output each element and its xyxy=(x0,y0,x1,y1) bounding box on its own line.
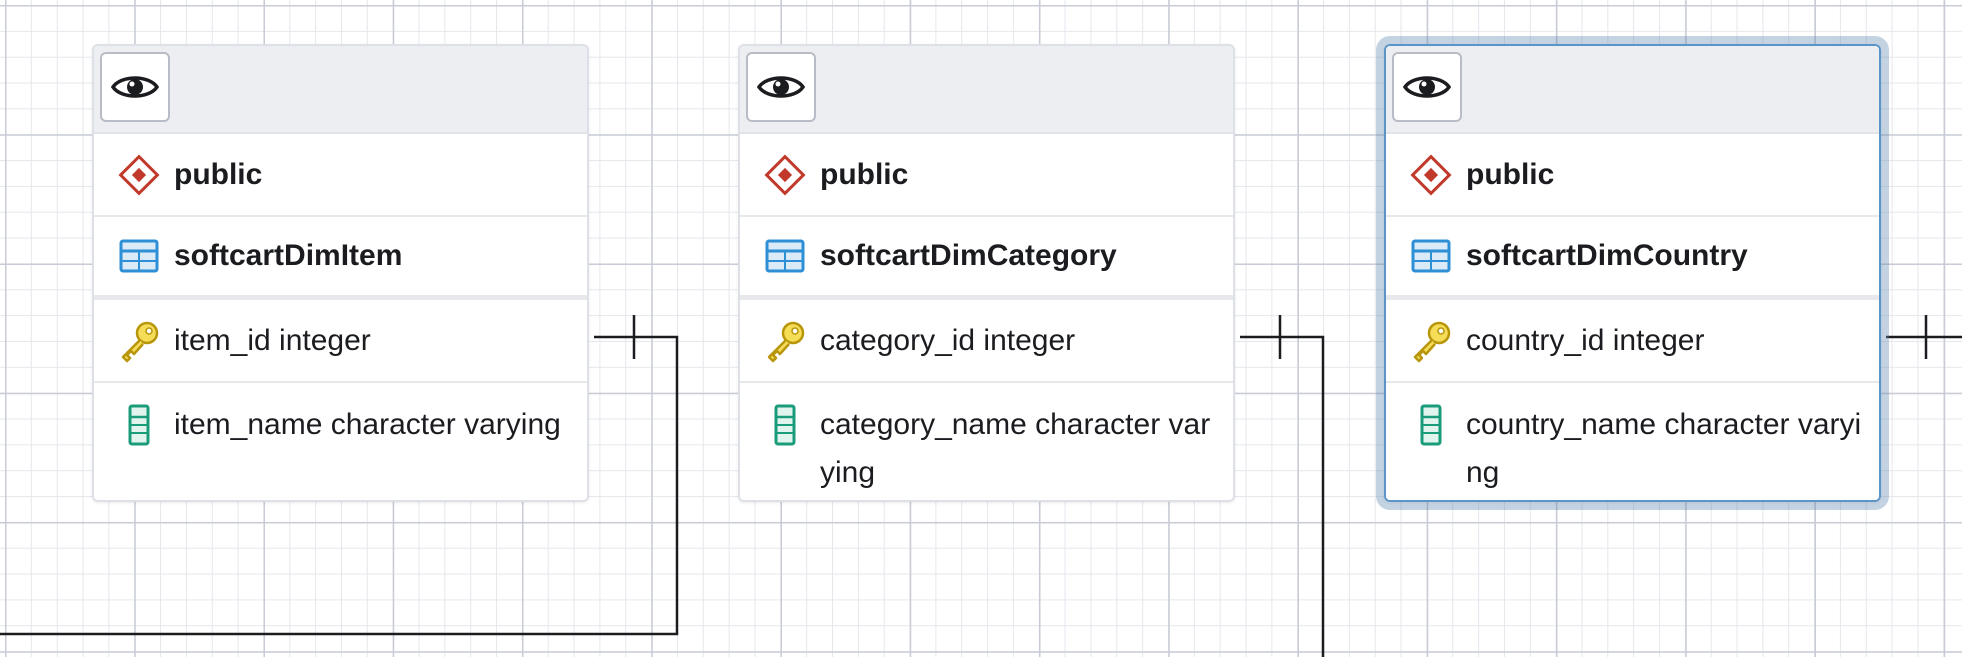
table-node-category[interactable]: public softcartDimCategory category_id i… xyxy=(738,44,1235,502)
table-node-item[interactable]: public softcartDimItem item_id integer i… xyxy=(92,44,589,502)
table-name-row: softcartDimItem xyxy=(94,217,587,300)
column-label: item_id integer xyxy=(174,323,371,357)
key-icon xyxy=(762,319,808,363)
table-name-row: softcartDimCategory xyxy=(740,217,1233,300)
table-node-country[interactable]: public softcartDimCountry country_id int… xyxy=(1376,36,1889,510)
table-icon xyxy=(1408,239,1454,273)
column-row-primary-key[interactable]: item_id integer xyxy=(94,300,587,383)
schema-name: public xyxy=(1466,157,1555,191)
column-label: country_id integer xyxy=(1466,323,1705,357)
node-toolbar xyxy=(740,46,1233,134)
table-icon xyxy=(116,239,162,273)
view-details-button[interactable] xyxy=(1392,52,1462,122)
column-row[interactable]: category_name character varying xyxy=(740,383,1233,500)
connector-category[interactable] xyxy=(1240,335,1325,657)
eye-icon xyxy=(1403,76,1451,98)
column-row-primary-key[interactable]: country_id integer xyxy=(1386,300,1879,383)
column-icon xyxy=(762,401,808,447)
table-icon xyxy=(762,239,808,273)
column-label: category_id integer xyxy=(820,323,1076,357)
table-name: softcartDimItem xyxy=(174,239,403,272)
column-row[interactable]: item_name character varying xyxy=(94,383,587,500)
column-icon xyxy=(116,401,162,447)
view-details-button[interactable] xyxy=(746,52,816,122)
schema-row: public xyxy=(1386,134,1879,217)
table-name: softcartDimCategory xyxy=(820,239,1117,272)
schema-name: public xyxy=(174,157,263,191)
column-label: category_name character varying xyxy=(820,408,1211,489)
column-icon xyxy=(1408,401,1454,447)
key-icon xyxy=(1408,319,1454,363)
table-name-row: softcartDimCountry xyxy=(1386,217,1879,300)
node-toolbar xyxy=(94,46,587,134)
eye-icon xyxy=(111,76,159,98)
schema-icon xyxy=(762,153,808,197)
schema-row: public xyxy=(94,134,587,217)
schema-icon xyxy=(1408,153,1454,197)
schema-row: public xyxy=(740,134,1233,217)
eye-icon xyxy=(757,76,805,98)
view-details-button[interactable] xyxy=(100,52,170,122)
column-label: country_name character varying xyxy=(1466,408,1862,489)
column-label: item_name character varying xyxy=(174,408,561,441)
column-row[interactable]: country_name character varying xyxy=(1386,383,1879,500)
node-toolbar xyxy=(1386,46,1879,134)
column-row-primary-key[interactable]: category_id integer xyxy=(740,300,1233,383)
schema-name: public xyxy=(820,157,909,191)
key-icon xyxy=(116,319,162,363)
table-name: softcartDimCountry xyxy=(1466,239,1748,272)
schema-icon xyxy=(116,153,162,197)
